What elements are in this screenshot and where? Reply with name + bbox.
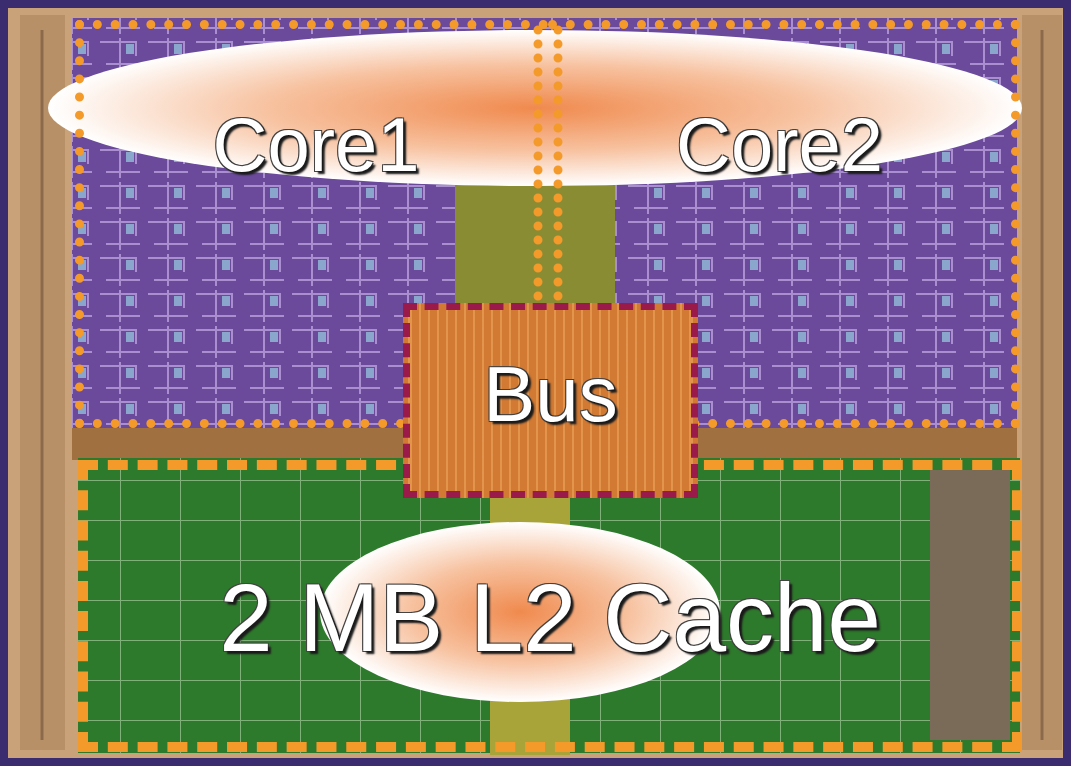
- region-label: Core2: [548, 105, 1011, 185]
- bus-region: Bus: [403, 303, 698, 498]
- region-label: Core1: [84, 105, 548, 185]
- region-label: Bus: [410, 354, 691, 436]
- cache-region: 2 MB L2 Cache: [78, 460, 1022, 752]
- region-label: 2 MB L2 Cache: [88, 568, 1012, 669]
